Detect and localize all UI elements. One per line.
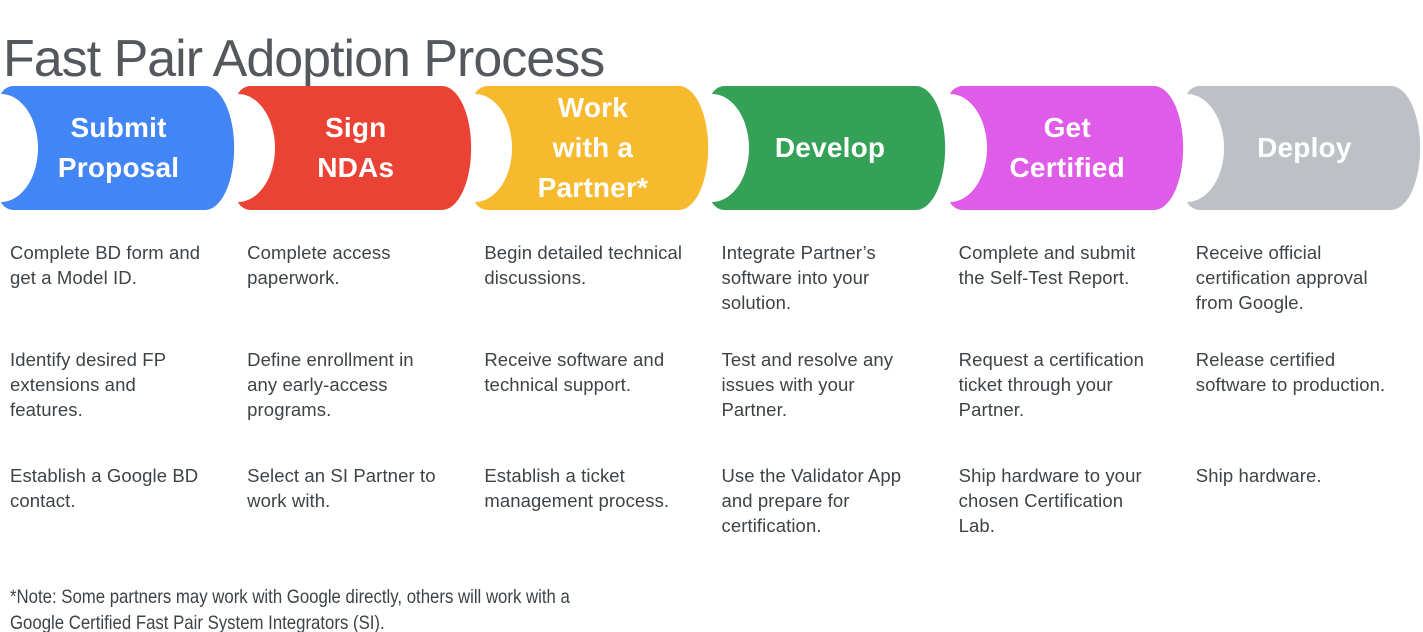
stage-title: Develop: [774, 132, 886, 163]
stage-title: Sign NDAs: [317, 112, 395, 183]
stage-arrow-shape: [712, 86, 946, 210]
stage-detail-columns: Complete BD form and get a Model ID. Ide…: [0, 240, 1423, 538]
stage-arrow-shape: [238, 86, 472, 210]
stage-title: Deploy: [1257, 132, 1352, 163]
stage-develop: Develop: [711, 86, 948, 210]
page-title: Fast Pair Adoption Process: [3, 29, 605, 88]
stage-title: Get Certified: [1009, 112, 1125, 183]
stage-submit-proposal: Submit Proposal: [0, 86, 237, 210]
column-work-with-partner: Begin detailed technical discussions. Re…: [474, 240, 711, 538]
column-sign-ndas: Complete access paperwork. Define enroll…: [237, 240, 474, 538]
step-item: Ship hardware.: [1195, 465, 1322, 486]
stage-arrow-shape: [475, 86, 709, 210]
column-develop: Integrate Partner’s software into your s…: [711, 240, 948, 538]
step-item: Receive software and technical support.: [484, 349, 665, 395]
step-item: Complete access paperwork.: [247, 242, 391, 288]
stage-title: Submit Proposal: [57, 112, 180, 183]
process-stage-band: Submit Proposal Sign NDAs Work with a Pa…: [0, 86, 1423, 210]
stage-arrow-shape: [949, 86, 1183, 210]
stage-arrow-shape: [1186, 86, 1420, 210]
stage-get-certified: Get Certified: [949, 86, 1186, 210]
step-item: Select an SI Partner to work with.: [247, 465, 436, 511]
column-deploy: Receive official certification approval …: [1186, 240, 1423, 538]
column-submit-proposal: Complete BD form and get a Model ID. Ide…: [0, 240, 237, 538]
stage-title: Work with a Partner*: [537, 92, 649, 203]
step-item: Test and resolve any issues with your Pa…: [721, 349, 894, 420]
step-item: Establish a Google BD contact.: [10, 465, 199, 511]
step-item: Ship hardware to your chosen Certificati…: [958, 465, 1142, 536]
column-get-certified: Complete and submit the Self-Test Report…: [949, 240, 1186, 538]
stage-arrow-shape: [1, 86, 235, 210]
step-item: Release certified software to production…: [1195, 349, 1386, 395]
step-item: Establish a ticket management process.: [484, 465, 670, 511]
step-item: Identify desired FP extensions and featu…: [10, 349, 166, 420]
stage-work-with-partner: Work with a Partner*: [474, 86, 711, 210]
stage-sign-ndas: Sign NDAs: [237, 86, 474, 210]
step-item: Complete and submit the Self-Test Report…: [958, 242, 1136, 288]
step-item: Integrate Partner’s software into your s…: [721, 242, 876, 313]
step-item: Request a certification ticket through y…: [958, 349, 1144, 420]
footnote: *Note: Some partners may work with Googl…: [10, 586, 570, 632]
stage-deploy: Deploy: [1186, 86, 1423, 210]
step-item: Use the Validator App and prepare for ce…: [721, 465, 902, 536]
step-item: Receive official certification approval …: [1195, 242, 1368, 313]
step-item: Define enrollment in any early-access pr…: [247, 349, 414, 420]
step-item: Begin detailed technical discussions.: [484, 242, 683, 288]
step-item: Complete BD form and get a Model ID.: [10, 242, 201, 288]
